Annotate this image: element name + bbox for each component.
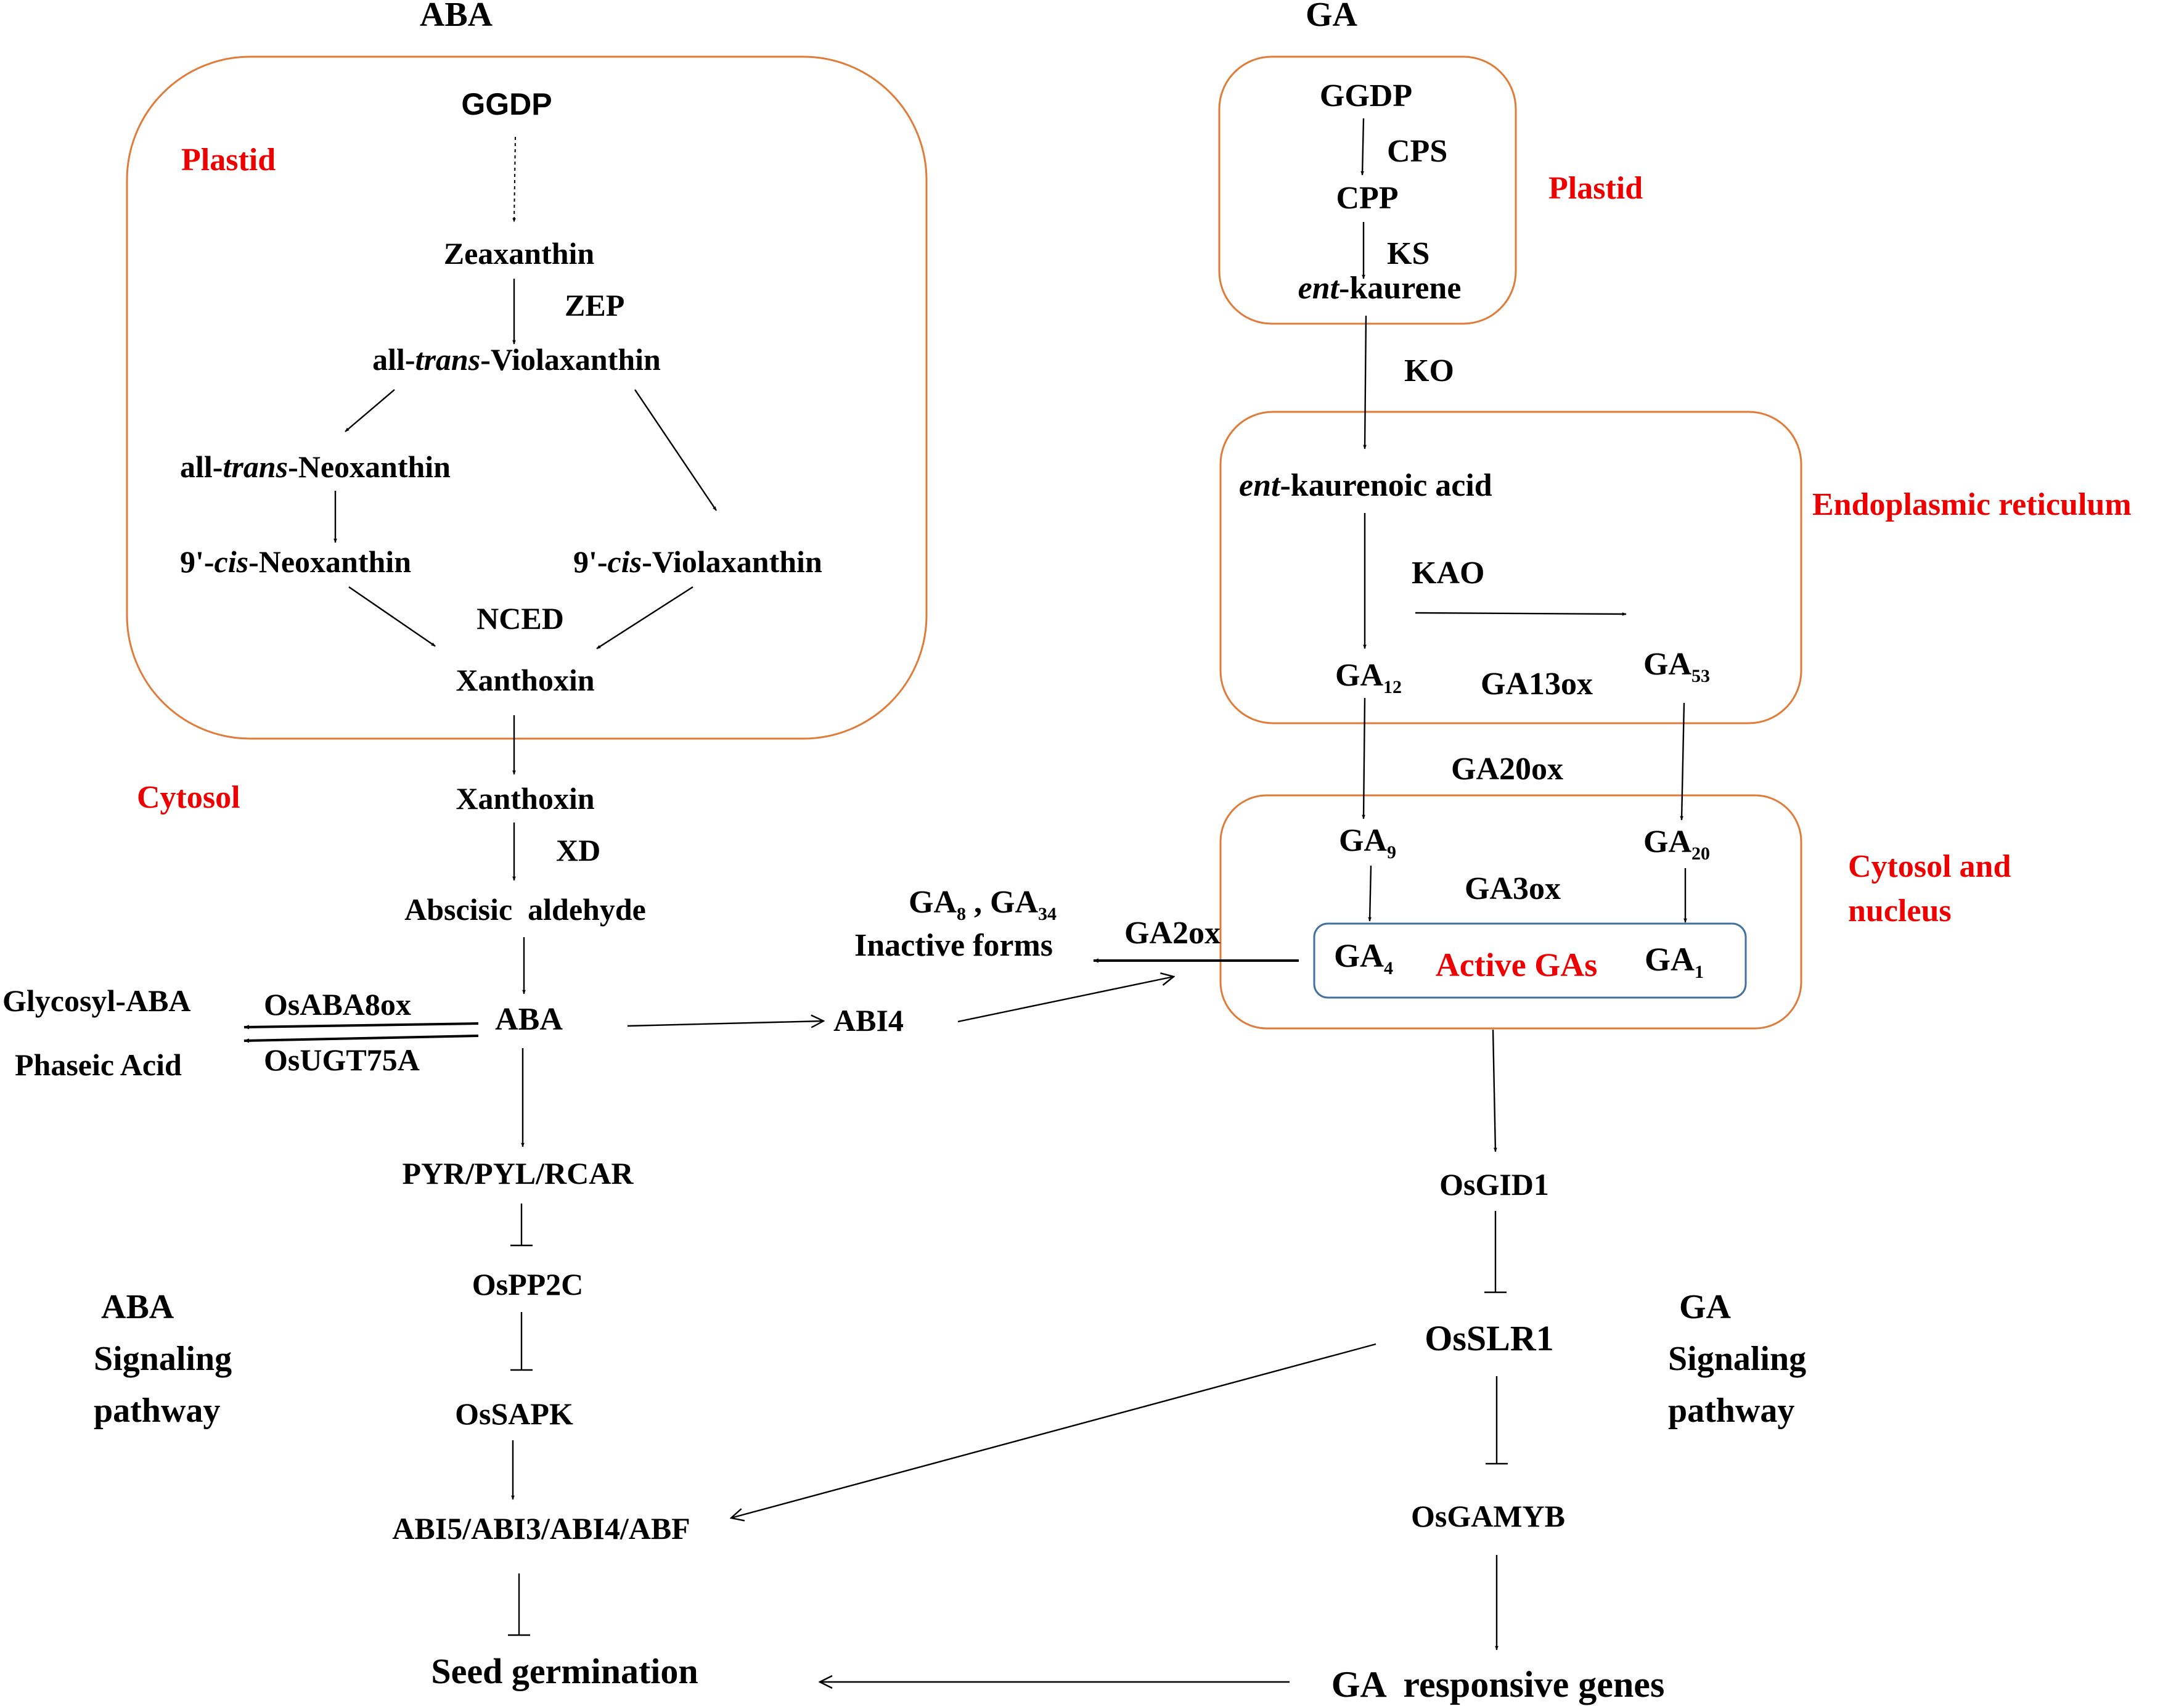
zeaxanthin: Zeaxanthin (444, 236, 595, 271)
abscisic-aldehyde: Abscisic aldehyde (404, 892, 646, 927)
ko-enzyme: KO (1404, 353, 1454, 388)
arrow-kaurene-kaurenoic (1363, 315, 1367, 449)
ent-kaurenoic-acid: ent-kaurenoic acid (1239, 468, 1492, 503)
arrow-aba-phaseic (243, 1035, 479, 1043)
inactive-gas: GA8 , GA34 (909, 885, 1057, 924)
arrow-ga53-ga20 (1680, 702, 1685, 821)
ent-kaurene: ent-kaurene (1298, 271, 1462, 306)
cytosol-nucleus-label-2: nucleus (1848, 893, 1952, 929)
ga-responsive-genes: GA responsive genes (1331, 1664, 1665, 1705)
aba-signaling-title-1: ABA (101, 1288, 174, 1326)
arrow-ggdp-zeaxanthin (512, 136, 516, 223)
ga1-node: GA1 (1645, 941, 1704, 982)
all-trans-violaxanthin: all-trans-Violaxanthin (372, 342, 661, 377)
ga-header: GA (1306, 0, 1358, 34)
arrow-violaxanthin-cis-violaxanthin (634, 389, 717, 511)
all-trans-neoxanthin: all-trans-Neoxanthin (180, 449, 451, 484)
ga-signaling-title-1: GA (1679, 1288, 1732, 1326)
ga4-node: GA4 (1334, 937, 1393, 978)
active-gas-box (1313, 922, 1747, 999)
xanthoxin-cytosol: Xanthoxin (456, 781, 594, 816)
er-box (1219, 411, 1802, 724)
arrow-ga12-ga53 (1415, 612, 1627, 616)
osslr1: OsSLR1 (1425, 1318, 1554, 1358)
cpp-node: CPP (1336, 181, 1398, 216)
cps-enzyme: CPS (1387, 134, 1447, 169)
ga-plastid-box (1218, 55, 1517, 325)
xd-enzyme: XD (556, 833, 600, 867)
arrow-cis-neoxanthin-xanthoxin (348, 586, 436, 647)
ga-plastid-label: Plastid (1548, 171, 1643, 206)
ga2ox-enzyme: GA2ox (1124, 916, 1221, 951)
arrow-abi4-ga2ox (957, 977, 1174, 1023)
aba-plastid-label: Plastid (181, 142, 276, 178)
ga-signaling-title-3: pathway (1668, 1392, 1794, 1430)
cis-violaxanthin: 9'-cis-Violaxanthin (573, 544, 822, 579)
ga13ox-enzyme: GA13ox (1481, 666, 1593, 702)
ospp2c: OsPP2C (472, 1267, 584, 1302)
ga9-node: GA9 (1339, 823, 1396, 863)
phaseic-acid: Phaseic Acid (15, 1048, 182, 1082)
active-gas-label: Active GAs (1436, 946, 1597, 983)
ossapk: OsSAPK (455, 1396, 573, 1431)
nced-enzyme: NCED (476, 601, 564, 636)
arrow-aba-abi4 (627, 1021, 824, 1026)
osaba8ox-enzyme: OsABA8ox (264, 987, 411, 1022)
arrow-aba-glycosyl (243, 1022, 479, 1030)
pyr-pyl-rcar: PYR/PYL/RCAR (403, 1156, 634, 1191)
glycosyl-aba: Glycosyl-ABA (2, 983, 191, 1018)
ga3ox-enzyme: GA3ox (1465, 871, 1561, 906)
ga20ox-enzyme: GA20ox (1451, 752, 1563, 787)
arrow-ggdp-cpp (1360, 118, 1365, 176)
arrow-ga9-ga4 (1368, 865, 1372, 922)
ga-signaling-title-2: Signaling (1668, 1340, 1806, 1378)
ga20-node: GA20 (1643, 824, 1710, 864)
ga53-node: GA53 (1643, 647, 1710, 686)
seed-germination: Seed germination (431, 1651, 698, 1691)
ga-ggdp: GGDP (1320, 78, 1412, 113)
zep-enzyme: ZEP (565, 288, 624, 322)
ks-enzyme: KS (1387, 236, 1429, 271)
osgamyb: OsGAMYB (1411, 1499, 1565, 1533)
osugt75a-enzyme: OsUGT75A (264, 1043, 420, 1077)
cytosol-nucleus-label-1: Cytosol and (1848, 849, 2011, 884)
aba-node: ABA (495, 1002, 563, 1037)
abi4-node: ABI4 (833, 1003, 904, 1038)
arrow-ga12-ga9 (1362, 697, 1366, 819)
abi-transcription-factors: ABI5/ABI3/ABI4/ABF (392, 1511, 690, 1546)
kao-enzyme: KAO (1412, 556, 1484, 591)
cytosol-nucleus-box (1219, 794, 1802, 1030)
arrow-cis-violaxanthin-xanthoxin (596, 586, 693, 650)
aba-cytosol-label: Cytosol (137, 780, 240, 815)
arrow-violaxanthin-neoxanthin (345, 389, 395, 432)
aba-plastid-box (126, 55, 928, 740)
ga12-node: GA12 (1335, 658, 1402, 697)
inactive-forms-label: Inactive forms (854, 928, 1053, 963)
cis-neoxanthin: 9'-cis-Neoxanthin (180, 544, 411, 579)
aba-signaling-title-2: Signaling (94, 1340, 232, 1378)
arrow-active-gas-gid1 (1492, 1029, 1497, 1152)
arrow-slr1-abi-tfs (731, 1343, 1376, 1518)
osgid1: OsGID1 (1439, 1167, 1549, 1202)
aba-header: ABA (420, 0, 493, 34)
xanthoxin-plastid: Xanthoxin (456, 663, 594, 697)
er-label: Endoplasmic reticulum (1812, 487, 2132, 522)
aba-signaling-title-3: pathway (94, 1392, 220, 1430)
aba-ggdp: GGDP (461, 87, 552, 121)
